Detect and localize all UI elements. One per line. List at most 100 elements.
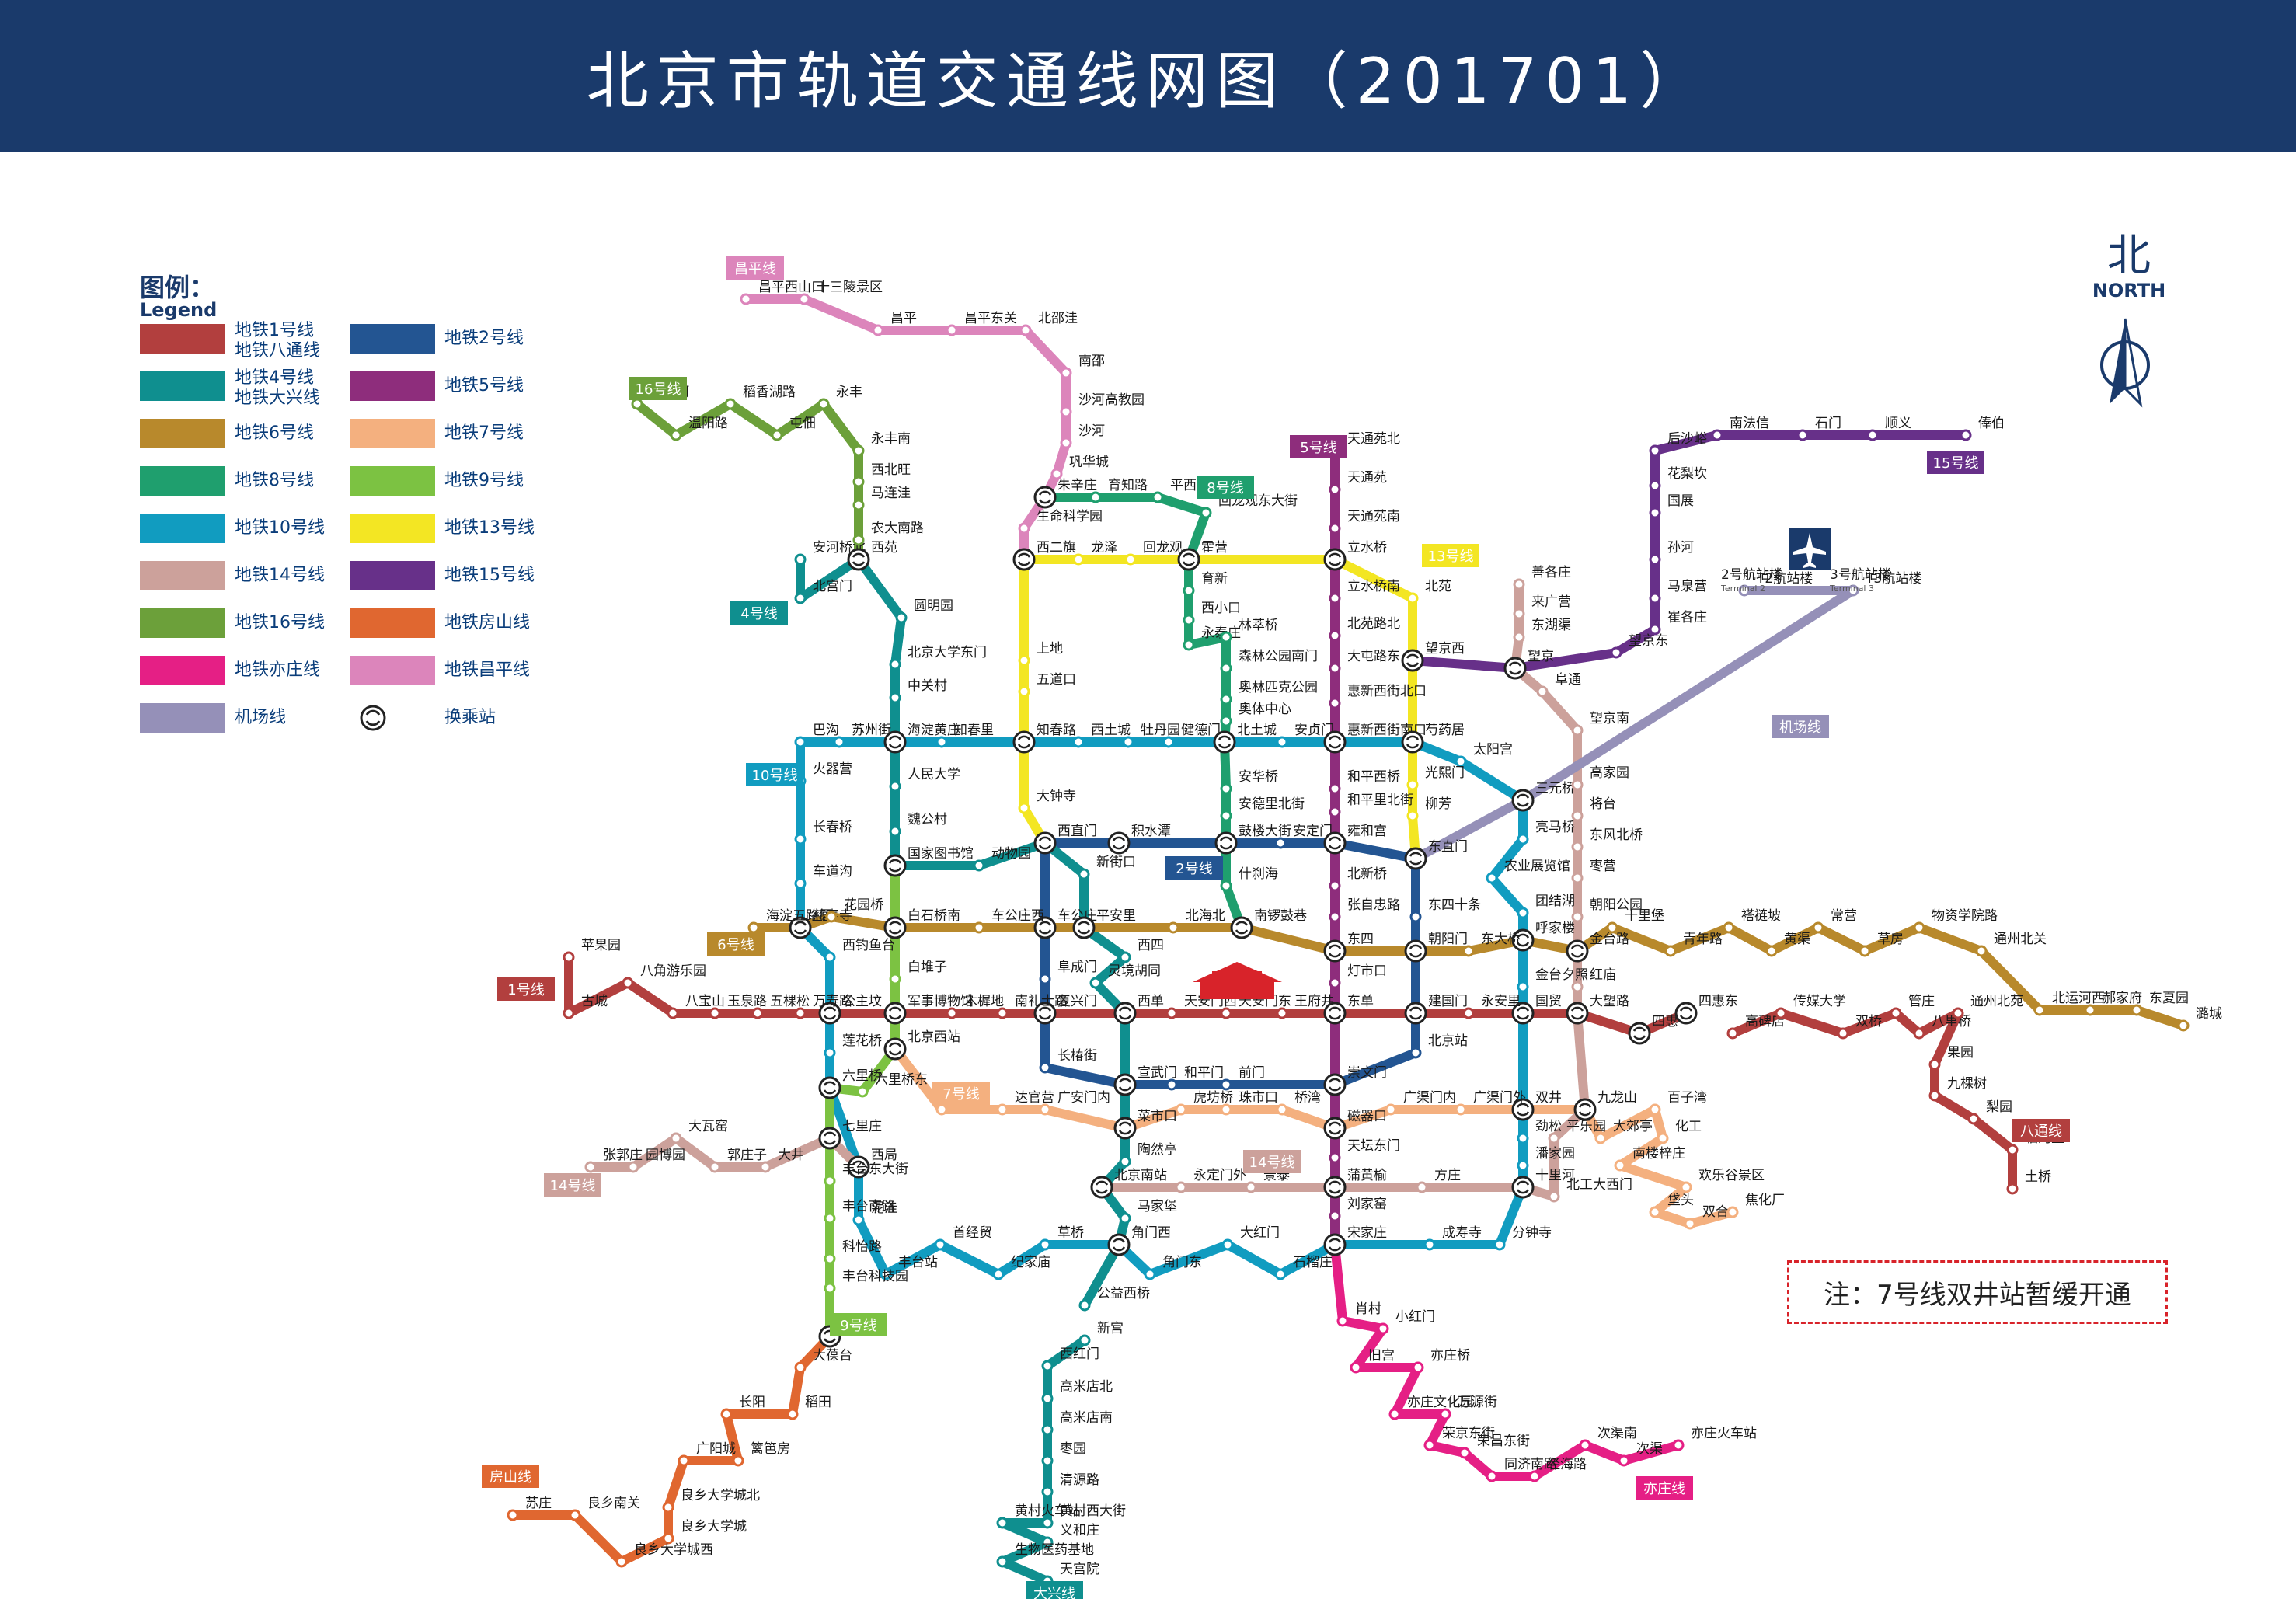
station-e999b6e784b6e4baad[interactable]: 陶然亭 [1119, 1142, 1177, 1168]
station-e9be99e6b3bd[interactable]: 龙泽 [1072, 540, 1117, 566]
station-e58d97e7a4bce5a3abe8b7af[interactable]: 南礼士路 [996, 994, 1068, 1019]
station-e983ade5ba84e5ad90[interactable]: 郭庄子 [709, 1148, 767, 1173]
station-e4b883e9878ce5ba84[interactable]: 七里庄 [818, 1119, 882, 1150]
station-e9989ce68890e997a8[interactable]: 阜成门 [1039, 960, 1097, 985]
station-e6988ce5b9b3[interactable]: 昌平 [872, 311, 917, 336]
station-e78e8be5ba9ce4ba95[interactable]: 王府井 [1276, 994, 1334, 1019]
station-e98791e58fb0e8b7af[interactable]: 金台路 [1566, 932, 1629, 963]
station-e8a5bfe5b180[interactable]: 西局 [847, 1148, 897, 1179]
station-e4b889e58583e6a1a5[interactable]: 三元桥 [1511, 781, 1575, 812]
station-e58c97e5b7a5e5a4a7e8a5bfe997a8[interactable]: 北工大西门 [1548, 1177, 1632, 1203]
station-e7aea1e5ba84[interactable]: 管庄 [1890, 994, 1935, 1019]
station-e5a4a7e7baa2e997a8[interactable]: 大红门 [1221, 1225, 1280, 1251]
station-e5aea3e6ada6e997a8[interactable]: 宣武门 [1113, 1065, 1177, 1096]
station-e58c97e4baace5a4a7e5ada6e4b89ce997a8[interactable]: 北京大学东门 [889, 645, 987, 671]
station-e99c8de890a5[interactable]: 霍营 [1177, 540, 1228, 571]
station-e88296e69d91[interactable]: 肖村 [1336, 1301, 1381, 1327]
station-e5a4a7e9838ae4baad[interactable]: 大郊亭 [1594, 1119, 1653, 1144]
station-e4b989e5928ce5ba84[interactable]: 义和庄 [1041, 1523, 1099, 1548]
station-e5b494e59084e5ba84[interactable]: 崔各庄 [1649, 610, 1707, 636]
station-e58f8ce4ba95[interactable]: 双井 [1511, 1090, 1562, 1121]
station-e59b9ee9be99e8a782[interactable]: 回龙观 [1124, 540, 1183, 566]
station-e88bb9e69e9ce59bad[interactable]: 苹果园 [563, 938, 621, 963]
station-e892b2e9bb84e6a686[interactable]: 蒲黄榆 [1323, 1168, 1387, 1199]
station-e78fa0e5b882e58fa3[interactable]: 珠市口 [1220, 1090, 1278, 1116]
station-e8a5bfe4ba8ce69797[interactable]: 西二旗 [1012, 540, 1076, 571]
station-e88ab1e59bade6a1a5[interactable]: 花园桥 [825, 897, 883, 923]
station-e5928ce5b9b3e8a5bfe6a1a5[interactable]: 和平西桥 [1329, 769, 1400, 795]
station-e88b8fe5ba84[interactable]: 苏庄 [507, 1496, 552, 1521]
station-e6988ce5b9b3e8a5bfe5b1b1e58fa3[interactable]: 昌平西山口 [740, 280, 824, 305]
station-e9ab98e7b1b3e5ba97e58d97[interactable]: 高米店南 [1041, 1410, 1113, 1436]
station-e5908ee6b299e5b3aa[interactable]: 后沙峪 [1649, 431, 1707, 457]
station-e882b2e79fa5e8b7af[interactable]: 育知路 [1089, 478, 1148, 503]
station-e585abe8a792e6b8b8e4b990e59bad[interactable]: 八角游乐园 [622, 963, 706, 989]
station-e9a9ace8bf9ee6b4bc[interactable]: 马连洼 [852, 486, 911, 511]
station-e5bca0e887aae5bfa0e8b7af[interactable]: 张自忠路 [1329, 897, 1400, 923]
station-e8a5bfe5b08fe58fa3[interactable]: 西小口 [1183, 601, 1241, 626]
station-e69c9be4baace58d97[interactable]: 望京南 [1571, 711, 1629, 737]
station-e5869ce5a4a7e58d97e8b7af[interactable]: 农大南路 [852, 521, 924, 546]
station-e6aca2e4b990e8b0b7e699afe58cba[interactable]: 欢乐谷景区 [1680, 1168, 1765, 1193]
station-e69c9be4baac[interactable]: 望京 [1503, 649, 1554, 680]
station-e69da5e5b9bfe890a5[interactable]: 来广营 [1513, 594, 1571, 620]
station-e58886e9929fe5afba[interactable]: 分钟寺 [1493, 1225, 1552, 1251]
station-e8a792e997a8e8a5bf[interactable]: 角门西 [1107, 1225, 1171, 1256]
station-e4ba94e6a3b5e69dbe[interactable]: 五棵松 [751, 994, 810, 1019]
station-e4ba94e98193e58fa3[interactable]: 五道口 [1018, 672, 1076, 698]
station-e58aa8e789a9e59bad[interactable]: 动物园 [973, 846, 1031, 872]
station-e5a4a9e59d9be4b89ce997a8[interactable]: 天坛东门 [1329, 1138, 1400, 1164]
station-e5a4a9e9809ae88b91e58d97[interactable]: 天通苑南 [1329, 509, 1400, 535]
station-e889afe4b9a1e58d97e585b3[interactable]: 良乡南关 [569, 1496, 640, 1521]
station-e8a5bfe59c9fe59f8e[interactable]: 西土城 [1072, 723, 1131, 748]
station-e58c97e696b0e6a1a5[interactable]: 北新桥 [1329, 866, 1387, 892]
station-e79fa5e698a5e9878c[interactable]: 知春里 [935, 723, 994, 748]
station-e59bbde8b4b8[interactable]: 国贸 [1511, 994, 1562, 1025]
station-e88da3e4baace4b89ce8a197[interactable]: 荣京东街 [1423, 1426, 1495, 1451]
station-e58c97e59c9fe59f8e[interactable]: 北土城 [1213, 723, 1277, 754]
station-e7ab8be6b0b4e6a1a5e58d97[interactable]: 立水桥南 [1329, 579, 1400, 604]
station-e4babae6b091e5a4a7e5ada6[interactable]: 人民大学 [889, 767, 960, 793]
station-e4b8b0e58fb0e7ab99[interactable]: 丰台站 [880, 1255, 938, 1280]
station-e5b7b4e6b29f[interactable]: 巴沟 [794, 723, 839, 748]
station-e6a2a8e59bad[interactable]: 梨园 [1967, 1099, 2012, 1125]
station-e58ab2e69dbe[interactable]: 劲松 [1517, 1119, 1562, 1144]
station-e9bc93e6a5bce5a4a7e8a197[interactable]: 鼓楼大街 [1214, 824, 1291, 855]
station-e69c9be4baace4b89c[interactable]: 望京东 [1610, 633, 1668, 659]
station-e4baa6e5ba84e781abe8bda6e7ab99[interactable]: 亦庄火车站 [1672, 1426, 1757, 1451]
station-e58898e5aeb6e7aa91[interactable]: 刘家窑 [1329, 1197, 1387, 1222]
station-e58c97e982b5e6b4bc[interactable]: 北邵洼 [1019, 311, 1078, 336]
station-e585ade9878ce6a1a5e4b89c[interactable]: 六里桥东 [856, 1072, 928, 1098]
station-e69ca8e6a8a8e59cb0[interactable]: 木樨地 [946, 994, 1004, 1019]
station-t3e888aae7ab99e6a5bc[interactable]: T3航站楼 [1847, 571, 1921, 597]
station-e69c9be4baace8a5bf[interactable]: 望京西 [1401, 641, 1465, 672]
station-e8a5bfe59b9b[interactable]: 西四 [1119, 938, 1164, 963]
station-e58c97e4baace58d97e7ab99[interactable]: 北京南站 [1090, 1168, 1167, 1199]
station-e9809ae5b79ee58c97e585b3[interactable]: 通州北关 [1975, 932, 2047, 957]
station-e88d89e6a1a5[interactable]: 草桥 [1039, 1225, 1084, 1251]
station-e4b89ce59b9b[interactable]: 东四 [1323, 932, 1374, 963]
station-e9ab98e7a291e5ba97[interactable]: 高碑店 [1726, 1014, 1785, 1040]
station-e79fa5e698a5e8b7af[interactable]: 知春路 [1012, 723, 1076, 754]
station-e5908ce6b58ee58d97e8b7af[interactable]: 同济南路 [1486, 1457, 1557, 1482]
station-e5b08fe7baa2e997a8[interactable]: 小红门 [1377, 1309, 1435, 1335]
station-e88b8fe5b79ee8a197[interactable]: 苏州街 [833, 723, 891, 748]
station-e69fb3e88ab3[interactable]: 柳芳 [1406, 796, 1451, 822]
station-e995bfe6a4bfe8a197[interactable]: 长椿街 [1039, 1048, 1097, 1074]
station-e6b5b7e6b780e9bb84e5ba84[interactable]: 海淀黄庄 [883, 723, 960, 754]
station-e6b0b8e5ae9ae997a8e5a496[interactable]: 永定门外 [1175, 1168, 1246, 1193]
station-e799bee5ad90e6b9be[interactable]: 百子湾 [1649, 1090, 1707, 1116]
station-e5ae89e8b49ee997a8[interactable]: 安贞门 [1276, 723, 1334, 748]
station-e98791e58fb0e5a495e785a7[interactable]: 金台夕照 [1517, 967, 1588, 993]
station-e696b0e8a197e58fa3[interactable]: 新街口 [1078, 855, 1136, 880]
station-e6b0b8e4b8b0[interactable]: 永丰 [817, 385, 862, 410]
station-e58c97e88b91[interactable]: 北苑 [1406, 579, 1451, 604]
station-e79fb3e6a6b4e5ba84[interactable]: 石榴庄 [1274, 1255, 1333, 1280]
station-e7ab8be6b0b4e6a1a5[interactable]: 立水桥 [1323, 540, 1387, 571]
station-e99d92e5b9b4e8b7af[interactable]: 青年路 [1664, 932, 1723, 957]
station-e69cb1e8be9be5ba84[interactable]: 朱辛庄 [1033, 478, 1097, 509]
station-e5b9bfe5ae89e997a8e58685[interactable]: 广安门内 [1039, 1090, 1110, 1116]
station-e683a0e696b0e8a5bfe8a197e58c97e58fa3[interactable]: 惠新西街北口 [1329, 684, 1427, 709]
station-e889afe4b9a1e5a4a7e5ada6e59f8ee58c97[interactable]: 良乡大学城北 [662, 1488, 760, 1514]
station-e697a7e5aeab[interactable]: 旧宫 [1350, 1348, 1395, 1374]
